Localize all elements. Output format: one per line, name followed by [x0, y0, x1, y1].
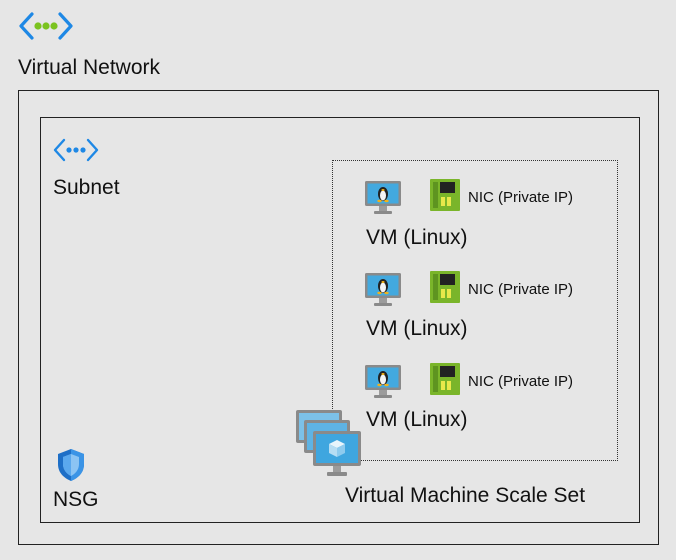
vm-scale-set-icon: [294, 408, 366, 482]
linux-vm-icon: [364, 272, 402, 308]
vnet-icon: [18, 10, 74, 42]
subnet-label: Subnet: [53, 176, 120, 199]
vnet-label: Virtual Network: [18, 56, 160, 79]
nic-icon: [429, 270, 461, 304]
nic-icon: [429, 178, 461, 212]
vmss-label: Virtual Machine Scale Set: [345, 484, 586, 507]
nic-label: NIC (Private IP): [468, 373, 574, 390]
subnet-icon: [53, 137, 99, 163]
shield-icon: [56, 448, 86, 482]
vm-label: VM (Linux): [366, 408, 468, 431]
vnet-boundary: [18, 90, 659, 545]
vm-label: VM (Linux): [366, 317, 468, 340]
linux-vm-icon: [364, 364, 402, 400]
vmss-boundary: [332, 160, 618, 461]
nic-label: NIC (Private IP): [468, 281, 574, 298]
nic-icon: [429, 362, 461, 396]
nsg-label: NSG: [53, 488, 99, 511]
nic-label: NIC (Private IP): [468, 189, 574, 206]
vm-label: VM (Linux): [366, 226, 468, 249]
subnet-boundary: [40, 117, 640, 523]
linux-vm-icon: [364, 180, 402, 216]
